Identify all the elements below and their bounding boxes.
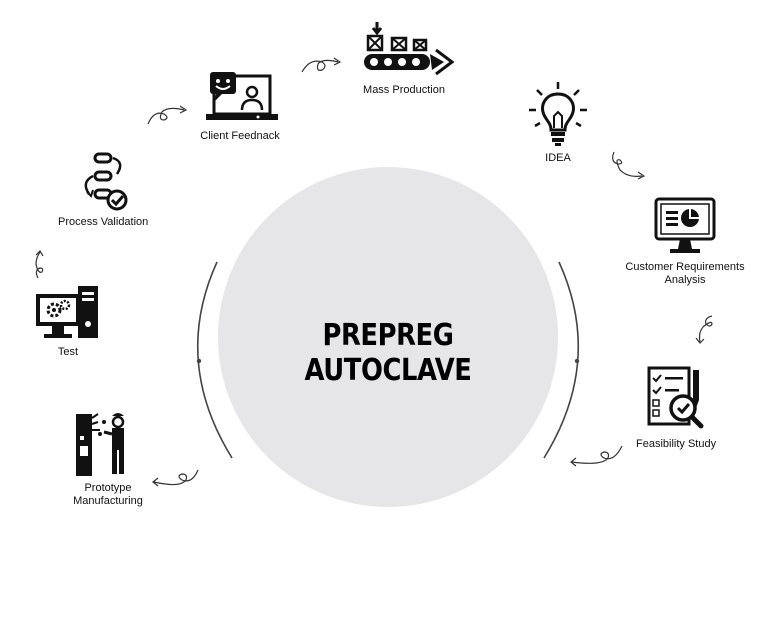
step-label: Feasibility Study <box>636 438 717 450</box>
worker-machine-icon <box>76 413 125 476</box>
step-mass-production: Mass Production <box>352 20 456 97</box>
monitor-chart-icon <box>654 197 716 253</box>
checklist-magnifier-icon <box>647 366 704 429</box>
step-label: Mass Production <box>363 84 445 96</box>
step-label-line-1: Customer Requirements <box>625 261 745 273</box>
right-arc-dot <box>574 358 580 364</box>
conveyor-icon <box>364 22 455 76</box>
step-label-line-1: Prototype <box>84 482 132 494</box>
center-circle <box>218 167 558 507</box>
lightbulb-icon <box>529 82 587 146</box>
computer-gears-icon <box>36 286 98 338</box>
step-label-line-2: Analysis <box>664 274 706 286</box>
process-flow-icon <box>84 152 128 211</box>
arrow-idea-to-requirements <box>612 151 646 180</box>
step-label: Test <box>57 346 79 358</box>
step-feasibility: Feasibility Study <box>636 364 716 451</box>
center-title: PREPREG AUTOCLAVE <box>304 318 472 388</box>
step-prototype: Prototype Manufacturing <box>68 410 148 508</box>
arrow-test-to-validation <box>35 250 44 279</box>
step-label: Process Validation <box>58 216 149 228</box>
step-label: Client Feednack <box>200 130 280 142</box>
arrow-validation-to-feedback <box>147 105 188 125</box>
step-label: IDEA <box>545 152 571 164</box>
step-label-line-2: Manufacturing <box>73 495 143 507</box>
video-chat-icon <box>206 72 278 120</box>
arrow-prototype-to-test <box>152 469 199 487</box>
step-label: Prototype Manufacturing <box>73 482 143 508</box>
step-test: Test <box>32 284 104 359</box>
arrow-feedback-to-production <box>301 57 342 73</box>
step-process-validation: Process Validation <box>58 152 148 229</box>
step-idea: IDEA <box>527 80 589 165</box>
step-customer-requirements: Customer Requirements Analysis <box>610 195 760 287</box>
step-client-feedback: Client Feednack <box>200 70 280 143</box>
arrow-requirements-to-feasibility <box>695 315 713 344</box>
left-arc-dot <box>196 358 202 364</box>
arrow-feasibility-to-prototype <box>570 445 623 467</box>
step-label: Customer Requirements Analysis <box>610 261 760 287</box>
